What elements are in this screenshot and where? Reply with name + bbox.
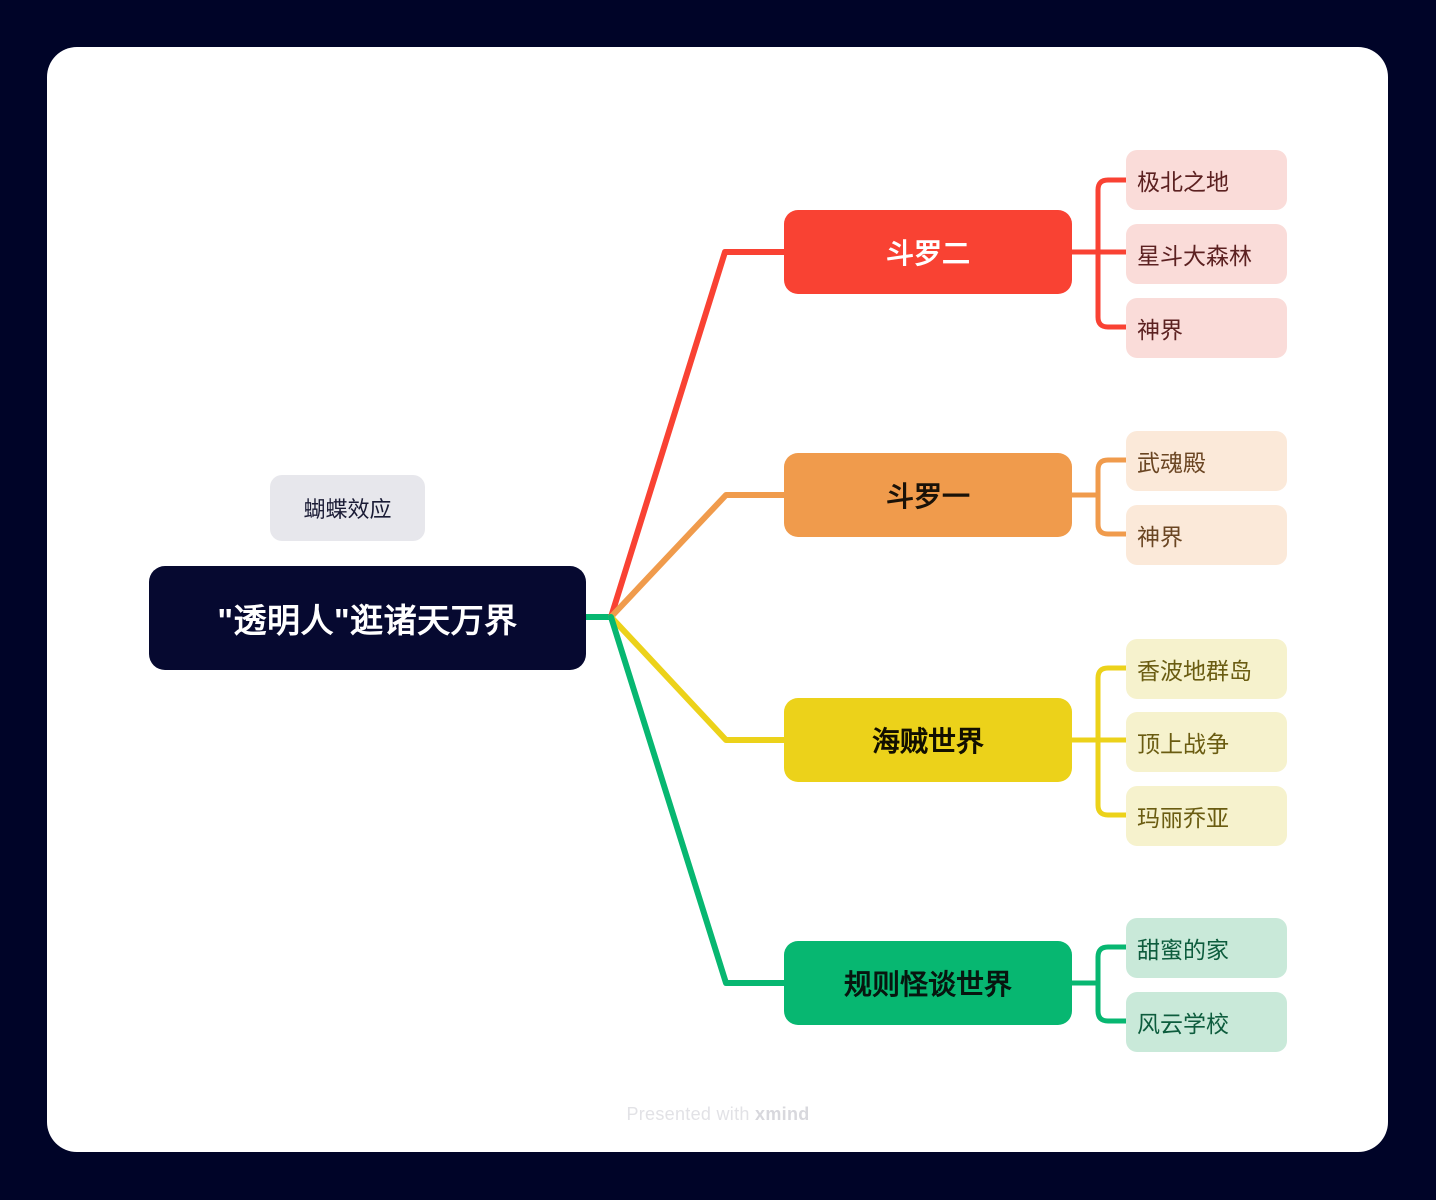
leaf-node-label: 玛丽乔亚	[1137, 805, 1229, 831]
branch-node-douluo-2[interactable]: 斗罗二	[784, 210, 1072, 294]
branch-node-label: 海贼世界	[871, 726, 984, 757]
leaf-node-label: 甜蜜的家	[1137, 937, 1229, 963]
leaf-node-label: 神界	[1137, 317, 1183, 343]
footer-attribution: Presented with xmind	[0, 1104, 1436, 1125]
branch-node-label: 斗罗二	[885, 238, 970, 269]
leaf-node-xingdoudasenlin[interactable]: 星斗大森林	[1126, 224, 1287, 284]
leaf-node-label: 极北之地	[1137, 169, 1229, 195]
leaf-node-xiangbodiqundao[interactable]: 香波地群岛	[1126, 639, 1287, 699]
branch-node-rule-horror-world[interactable]: 规则怪谈世界	[784, 941, 1072, 1025]
leaf-node-label: 星斗大森林	[1137, 243, 1252, 269]
leaf-node-wuhundian[interactable]: 武魂殿	[1126, 431, 1287, 491]
branch-node-label: 规则怪谈世界	[843, 969, 1012, 1000]
leaf-node-jibeizhidi[interactable]: 极北之地	[1126, 150, 1287, 210]
leaf-node-shenjie-douluo1[interactable]: 神界	[1126, 505, 1287, 565]
footer-prefix: Presented with	[626, 1104, 756, 1124]
root-node[interactable]: "透明人"逛诸天万界	[149, 566, 586, 670]
leaf-node-label: 武魂殿	[1137, 450, 1206, 476]
leaf-node-label: 顶上战争	[1137, 731, 1229, 757]
leaf-node-label: 神界	[1137, 524, 1183, 550]
floating-note-butterfly-effect[interactable]: 蝴蝶效应	[270, 475, 425, 541]
xmind-brand: xmind	[755, 1104, 810, 1124]
leaf-node-label: 风云学校	[1137, 1011, 1229, 1037]
root-node-label: "透明人"逛诸天万界	[217, 602, 518, 639]
leaf-node-dingshangzhanzheng[interactable]: 顶上战争	[1126, 712, 1287, 772]
floating-note-label: 蝴蝶效应	[303, 497, 392, 522]
branch-node-douluo-1[interactable]: 斗罗一	[784, 453, 1072, 537]
leaf-node-shenjie-douluo2[interactable]: 神界	[1126, 298, 1287, 358]
leaf-node-maliqiaoya[interactable]: 玛丽乔亚	[1126, 786, 1287, 846]
leaf-node-fengyunxuexiao[interactable]: 风云学校	[1126, 992, 1287, 1052]
leaf-node-label: 香波地群岛	[1137, 658, 1252, 684]
branch-node-pirate-world[interactable]: 海贼世界	[784, 698, 1072, 782]
leaf-node-tianmidejia[interactable]: 甜蜜的家	[1126, 918, 1287, 978]
branch-node-label: 斗罗一	[885, 481, 970, 512]
